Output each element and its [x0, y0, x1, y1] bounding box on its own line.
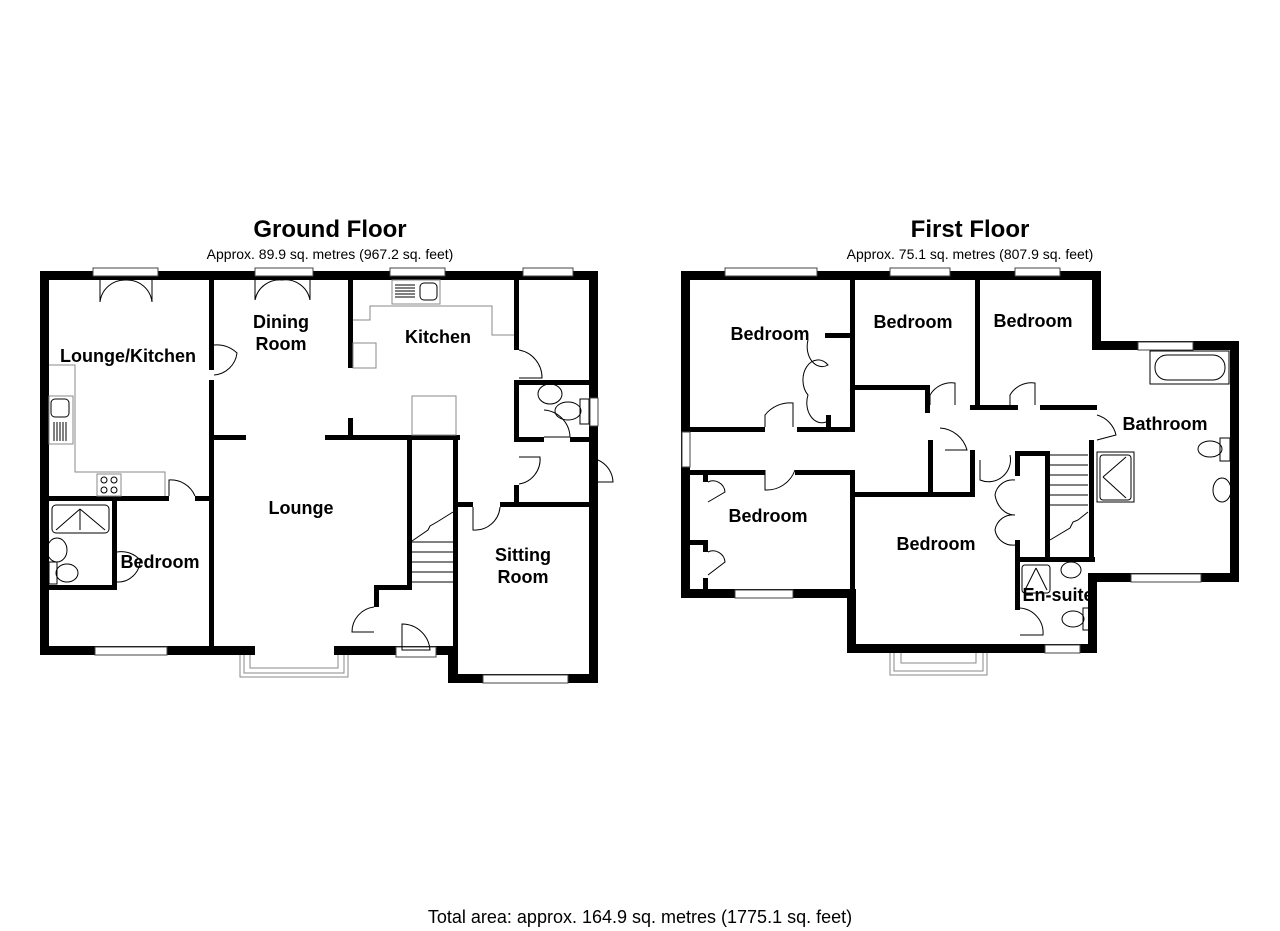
room-label-bedroom-4: Bedroom	[728, 506, 808, 526]
room-label-lounge: Lounge	[268, 498, 334, 518]
staircase-icon	[411, 511, 454, 583]
room-label-sitting-room: Sitting Room	[495, 544, 551, 588]
room-label-bedroom: Bedroom	[120, 552, 200, 572]
first-floor-area: Approx. 75.1 sq. metres (807.9 sq. feet)	[846, 246, 1094, 262]
room-label-bedroom-5: Bedroom	[896, 534, 976, 554]
toilet-icon	[1197, 437, 1231, 462]
room-label-sitting-line1: Sitting	[495, 545, 551, 565]
basin-icon	[1060, 561, 1082, 579]
hob-icon	[96, 473, 122, 497]
room-label-bedroom-1: Bedroom	[730, 324, 810, 344]
shower-icon	[51, 504, 110, 534]
room-label-bathroom: Bathroom	[1122, 414, 1208, 434]
room-label-dining-line1: Dining	[253, 312, 309, 332]
room-label-lounge-kitchen: Lounge/Kitchen	[60, 346, 196, 366]
room-label-dining-room: Dining Room	[253, 311, 309, 355]
ground-floor-area: Approx. 89.9 sq. metres (967.2 sq. feet)	[206, 246, 454, 262]
basin-icon	[1212, 477, 1232, 503]
room-label-bedroom-3: Bedroom	[993, 311, 1073, 331]
sink-icon	[50, 398, 70, 441]
sink-icon	[395, 282, 438, 301]
shower-icon	[1021, 564, 1051, 594]
toilet-icon	[1061, 607, 1092, 631]
basin-icon	[46, 537, 68, 563]
first-floor-title: First Floor	[910, 216, 1030, 243]
room-label-dining-line2: Room	[255, 334, 307, 354]
total-area: Total area: approx. 164.9 sq. metres (17…	[427, 907, 853, 927]
room-label-sitting-line2: Room	[497, 567, 549, 587]
ground-floor-title: Ground Floor	[253, 216, 407, 243]
toilet-icon	[554, 398, 590, 425]
room-label-bedroom-2: Bedroom	[873, 312, 953, 332]
room-label-en-suite: En-suite	[1022, 585, 1094, 605]
staircase-icon	[1049, 454, 1089, 541]
shower-icon	[1096, 451, 1135, 503]
first-floor-plan	[681, 267, 1239, 676]
basin-icon	[537, 383, 563, 405]
toilet-icon	[48, 561, 79, 585]
ground-floor-plan	[40, 267, 614, 684]
bath-icon	[1149, 350, 1230, 385]
room-label-kitchen: Kitchen	[404, 327, 472, 347]
